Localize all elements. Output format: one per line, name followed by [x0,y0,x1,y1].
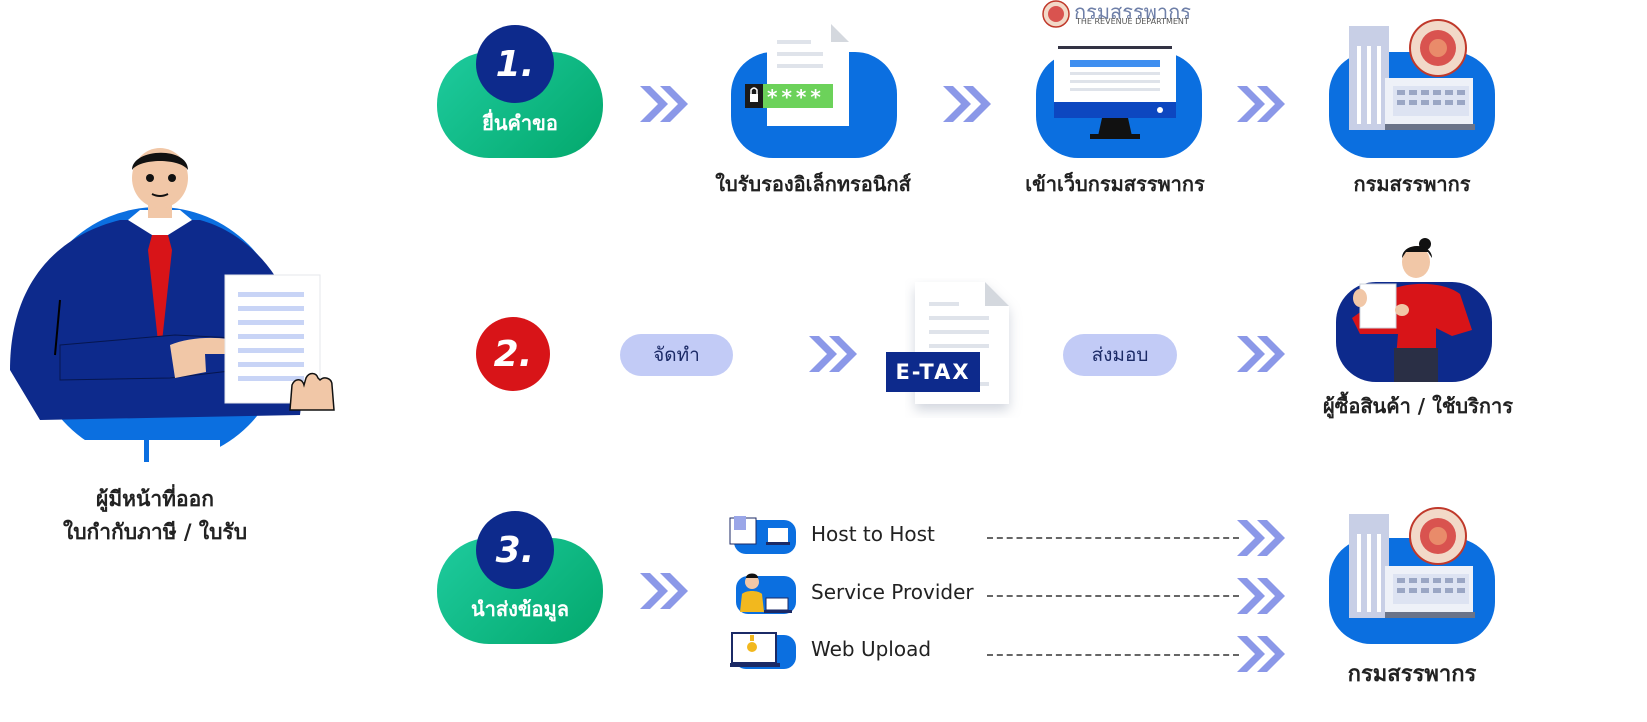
deliver-pill: ส่งมอบ [1063,334,1177,376]
step1-label: ยื่นคำขอ [482,111,558,135]
service-provider-icon [736,573,796,614]
dashed-connector [987,537,1239,539]
government-building-icon [1349,19,1475,130]
method-label: Host to Host [811,522,935,546]
monitor-icon [1054,40,1176,139]
double-chevron-icon [640,86,688,122]
buyer-caption: ผู้ซื้อสินค้า / ใช้บริการ [1323,394,1513,418]
prepare-pill: จัดทำ [620,334,733,376]
issuer-caption-line1: ผู้มีหน้าที่ออก [96,487,214,511]
method-label: Service Provider [811,580,974,604]
revenue-department-caption: กรมสรรพากร [1353,172,1471,196]
dashed-connector [987,654,1239,656]
double-chevron-icon [1237,86,1285,122]
revenue-department-logo: กรมสรรพากร THE REVENUE DEPARTMENT [1040,0,1210,30]
revenue-seal-icon [1042,0,1070,28]
web-upload-icon [730,632,796,669]
issuer-figure [0,140,350,480]
double-chevron-icon [809,336,857,372]
step1-number: 1. [476,25,554,103]
double-chevron-icon [1237,336,1285,372]
double-chevron-icon [1237,520,1285,556]
method-label: Web Upload [811,637,932,661]
method-web-upload: Web Upload [728,627,1058,675]
host-to-host-icon [729,516,796,554]
buyer-illustration [1352,238,1472,382]
certificate-caption: ใบรับรองอิเล็กทรอนิกส์ [715,172,911,196]
step3-number: 3. [476,511,554,589]
double-chevron-icon [640,573,688,609]
double-chevron-icon [1237,636,1285,672]
double-chevron-icon [1237,578,1285,614]
issuer-caption: ผู้มีหน้าที่ออก ใบกำกับภาษี / ใบรับ [20,483,290,549]
dashed-connector [987,595,1239,597]
etax-document-icon [915,282,1009,404]
certificate-document-icon [745,24,849,126]
password-mask: **** [767,85,825,109]
issuer-caption-line2: ใบกำกับภาษี / ใบรับ [62,520,248,544]
website-caption: เข้าเว็บกรมสรรพากร [1025,172,1205,196]
step3-label: นำส่งข้อมูล [471,597,569,621]
step2-number: 2. [476,317,550,391]
etax-label: E-TAX [886,352,980,392]
method-service-provider: Service Provider [728,570,1058,618]
double-chevron-icon [943,86,991,122]
government-building-icon [1349,507,1475,618]
revenue-department-caption: กรมสรรพากร [1347,662,1477,687]
logo-text: กรมสรรพากร [1074,0,1191,24]
logo-subtext: THE REVENUE DEPARTMENT [1076,17,1189,26]
businessman-illustration [10,148,335,480]
method-host-to-host: Host to Host [728,512,1058,560]
